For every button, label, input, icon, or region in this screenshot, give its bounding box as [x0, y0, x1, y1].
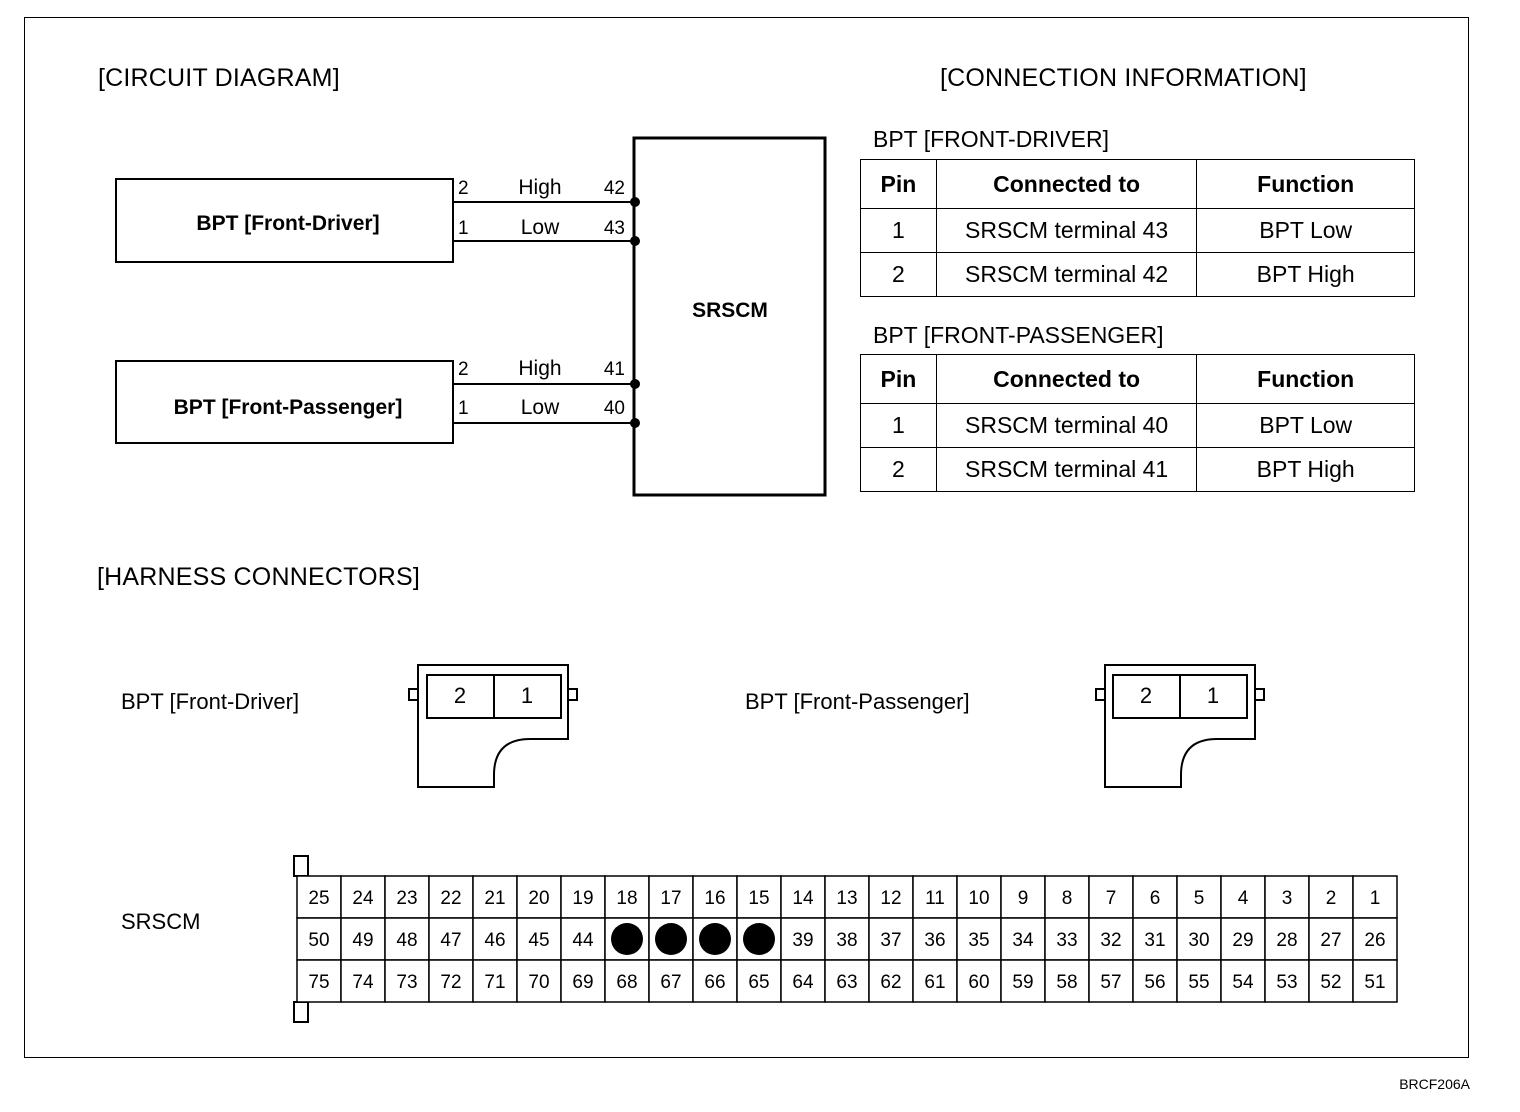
column-header: Connected to — [935, 354, 1198, 404]
connection-information-heading: [CONNECTION INFORMATION] — [940, 64, 1307, 92]
driver-connection-table: Pin Connected to Function 1 SRSCM termin… — [860, 159, 1415, 297]
table-cell: SRSCM terminal 43 — [935, 208, 1198, 253]
passenger-connector-label: BPT [Front-Passenger] — [745, 689, 970, 714]
passenger-connection-table: Pin Connected to Function 1 SRSCM termin… — [860, 354, 1415, 492]
table-cell: SRSCM terminal 40 — [935, 403, 1198, 448]
column-header: Pin — [860, 354, 937, 404]
table-cell: SRSCM terminal 41 — [935, 447, 1198, 492]
column-header: Function — [1196, 354, 1415, 404]
column-header: Connected to — [935, 159, 1198, 209]
table-cell: BPT Low — [1196, 208, 1415, 253]
driver-table-title: BPT [FRONT-DRIVER] — [873, 126, 1109, 152]
table-cell: 2 — [860, 447, 937, 492]
table-row: 2 SRSCM terminal 42 BPT High — [860, 252, 1415, 297]
table-cell: 1 — [860, 208, 937, 253]
table-cell: BPT Low — [1196, 403, 1415, 448]
table-row: 2 SRSCM terminal 41 BPT High — [860, 447, 1415, 492]
table-cell: 1 — [860, 403, 937, 448]
table-header-row: Pin Connected to Function — [860, 354, 1415, 404]
harness-connectors-heading: [HARNESS CONNECTORS] — [97, 563, 421, 591]
table-cell: 2 — [860, 252, 937, 297]
table-row: 1 SRSCM terminal 43 BPT Low — [860, 208, 1415, 253]
column-header: Pin — [860, 159, 937, 209]
table-cell: SRSCM terminal 42 — [935, 252, 1198, 297]
diagram-frame — [24, 17, 1469, 1058]
table-cell: BPT High — [1196, 252, 1415, 297]
passenger-table-title: BPT [FRONT-PASSENGER] — [873, 322, 1164, 348]
table-row: 1 SRSCM terminal 40 BPT Low — [860, 403, 1415, 448]
figure-code: BRCF206A — [1399, 1076, 1470, 1092]
column-header: Function — [1196, 159, 1415, 209]
table-header-row: Pin Connected to Function — [860, 159, 1415, 209]
srscm-connector-label: SRSCM — [121, 909, 201, 934]
table-cell: BPT High — [1196, 447, 1415, 492]
driver-connector-label: BPT [Front-Driver] — [121, 689, 300, 714]
circuit-diagram-heading: [CIRCUIT DIAGRAM] — [98, 64, 340, 92]
